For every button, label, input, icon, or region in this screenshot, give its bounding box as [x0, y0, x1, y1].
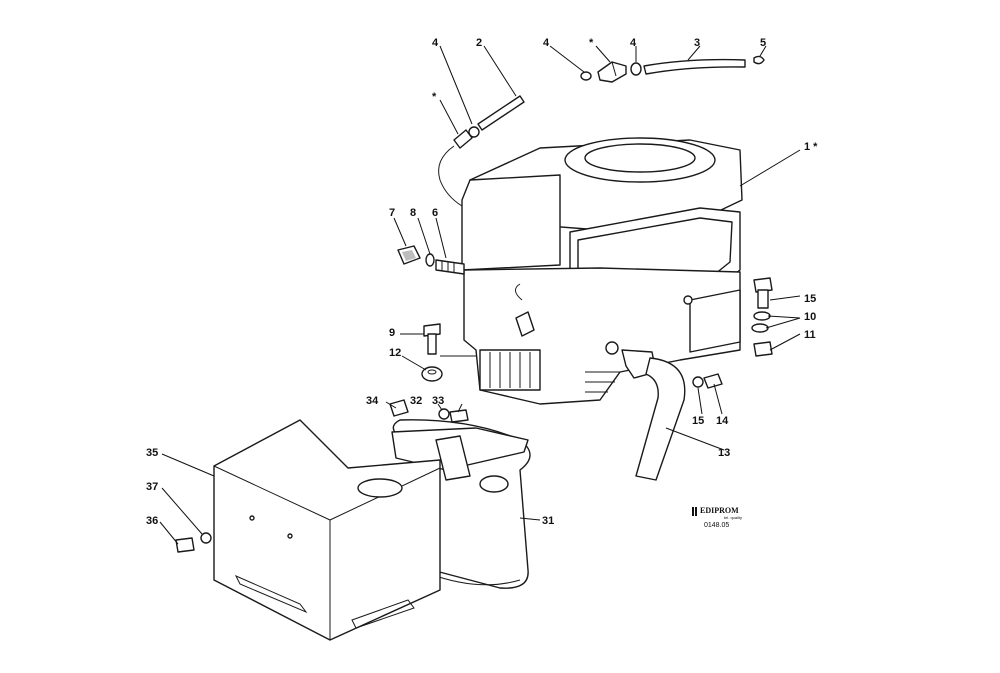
logo-brand: EDIPROM	[700, 506, 739, 515]
logo-sub: tel. quality	[724, 515, 742, 520]
bolt-15-right	[753, 277, 773, 309]
washer-15	[692, 376, 704, 388]
callout-36: 36	[146, 515, 158, 527]
drawing-code: 0148.05	[704, 522, 729, 529]
washer-8	[425, 253, 435, 267]
callout-5: 5	[760, 37, 766, 49]
fuel-clip-5	[753, 55, 765, 65]
callout-4c: 4	[630, 37, 637, 49]
callout-3: 3	[694, 37, 700, 49]
screw-14	[703, 373, 723, 389]
callout-32: 32	[410, 395, 422, 407]
callout-8: 8	[410, 207, 416, 219]
nut-11	[753, 341, 773, 357]
nut-7	[397, 245, 421, 265]
clip-34	[389, 399, 409, 417]
leader-lines	[159, 45, 801, 545]
bolt-9	[423, 323, 441, 355]
callout-4a: 4	[432, 37, 439, 49]
callout-6: 6	[432, 207, 438, 219]
screw-36	[175, 537, 195, 553]
washer-32	[438, 408, 450, 420]
callout-12: 12	[389, 347, 401, 359]
callout-9: 9	[389, 327, 395, 339]
fuel-hose-2	[477, 95, 525, 131]
callout-13: 13	[718, 447, 730, 459]
callout-star-top: *	[589, 37, 594, 49]
washer-37	[200, 532, 212, 544]
engine-1	[461, 137, 743, 405]
callout-33: 33	[432, 395, 444, 407]
callout-37: 37	[146, 481, 158, 493]
callout-15-bottom: 15	[692, 415, 704, 427]
callout-10: 10	[804, 311, 816, 323]
fuel-filter	[597, 61, 627, 83]
fuel-fitting-star	[453, 129, 473, 149]
callout-14: 14	[716, 415, 729, 427]
callout-star-left: *	[432, 91, 437, 103]
callout-4b: 4	[543, 37, 550, 49]
callout-11: 11	[804, 329, 816, 341]
callout-35: 35	[146, 447, 158, 459]
callout-1: 1 *	[804, 141, 818, 153]
nipple-6	[435, 259, 465, 275]
washers-10	[751, 311, 771, 333]
callout-31: 31	[542, 515, 554, 527]
callout-34: 34	[366, 395, 379, 407]
fuel-line-to-engine	[438, 145, 463, 207]
bracket-34	[391, 427, 529, 481]
callout-15-right: 15	[804, 293, 816, 305]
fuel-hose-3	[643, 58, 746, 75]
ediprom-logo: EDIPROM tel. quality 0148.05	[692, 506, 742, 529]
callout-2: 2	[476, 37, 482, 49]
spacer-12	[421, 366, 443, 382]
screw-33	[449, 409, 469, 423]
heat-shield-35	[213, 419, 441, 641]
callout-7: 7	[389, 207, 395, 219]
hose-clamps-4	[468, 62, 642, 138]
exhaust-pipe-13	[621, 349, 686, 481]
